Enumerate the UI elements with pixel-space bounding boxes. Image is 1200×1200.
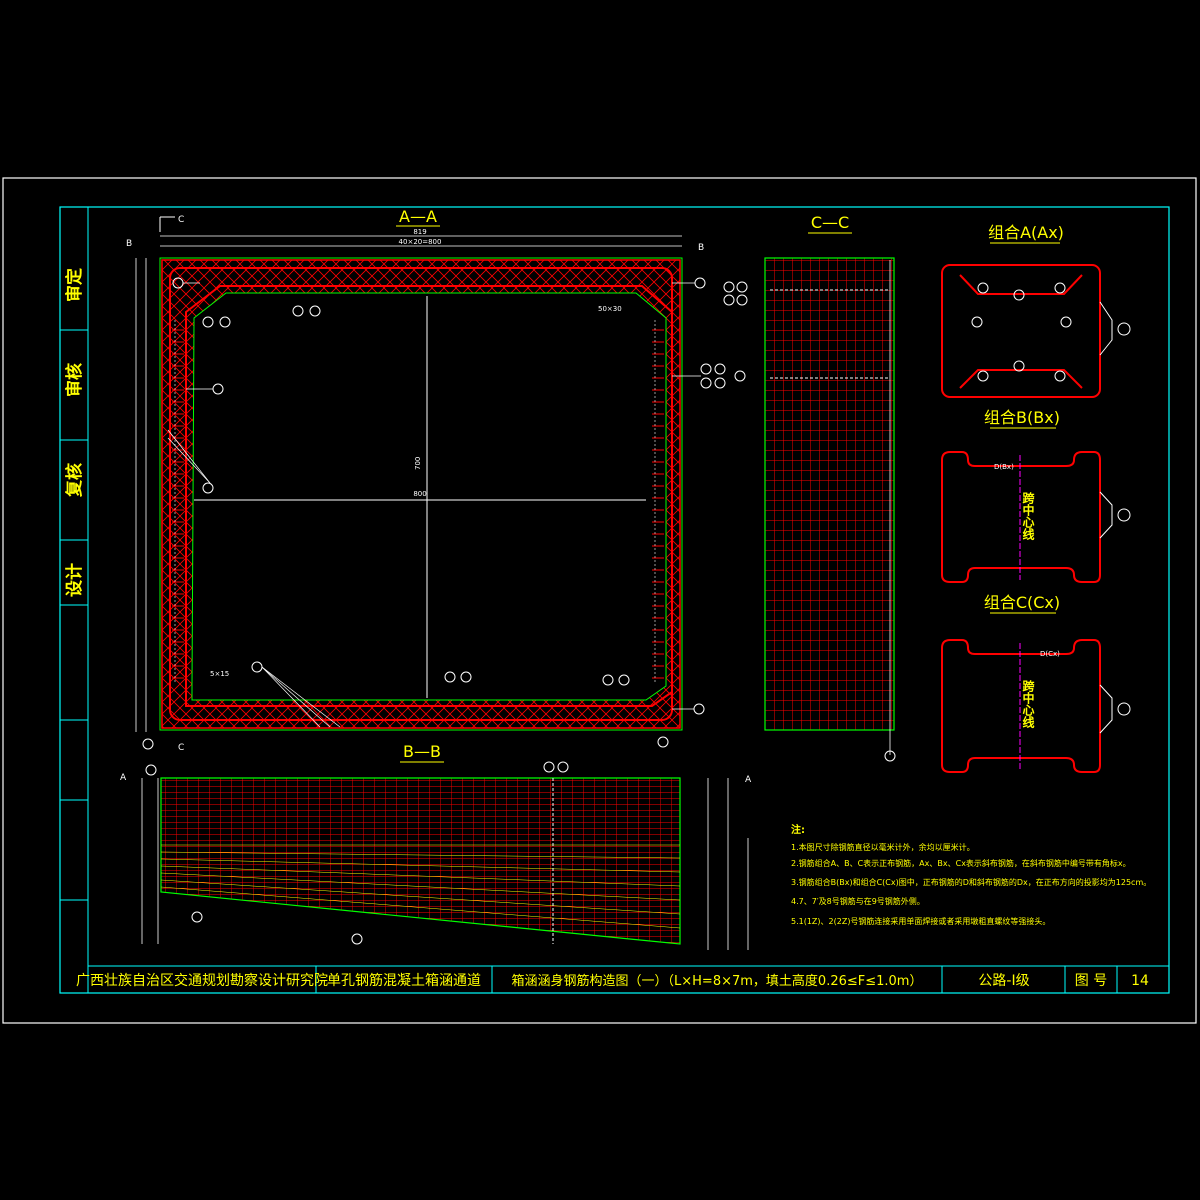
bb-callouts xyxy=(145,761,569,945)
title-block xyxy=(88,965,1169,993)
title-project: 单孔钢筋混凝土箱涵通道 xyxy=(327,972,481,989)
aa-view-title: A—A xyxy=(399,207,437,226)
combo-a-inner xyxy=(959,274,1083,389)
combo-b-title: 组合B(Bx) xyxy=(984,408,1060,427)
notes-item-5: 5.1(1Z)、2(2Z)号钢筋连接采用单面焊接或者采用墩粗直螺纹等强接头。 xyxy=(791,916,1050,926)
aa-outer-rebar xyxy=(169,267,673,721)
combo-b-callout xyxy=(1117,508,1131,522)
aa-cut-b-right: B xyxy=(698,243,704,253)
notes-item-4: 4.7、7′及8号钢筋与在9号钢筋外侧。 xyxy=(791,896,925,906)
cc-section xyxy=(764,257,895,731)
title-sheet-no-label: 图 号 xyxy=(1075,973,1107,989)
bb-view-title: B—B xyxy=(403,742,441,761)
combo-c-rebar xyxy=(941,639,1101,773)
aa-outer-wall xyxy=(159,257,683,731)
sidebar-checker: 审定 xyxy=(64,268,85,302)
title-drawing: 箱涵涵身钢筋构造图（一）（L×H=8×7m，填土高度0.26≤F≤1.0m） xyxy=(512,973,923,989)
aa-width-clear: 800 xyxy=(413,490,426,498)
bb-lower-taper xyxy=(160,844,681,929)
aa-cut-c-bottom: C xyxy=(178,743,184,753)
notes-item-3: 3.钢筋组合B(Bx)和组合C(Cx)图中，正布钢筋的D和斜布钢筋的Dx，在正布… xyxy=(791,877,1151,887)
aa-chamfer-label: 50×30 xyxy=(598,305,622,313)
aa-corner-label: 5×15 xyxy=(210,670,229,678)
combo-c-center-text: 跨中心线 xyxy=(1021,680,1035,729)
sheet-outer-frame xyxy=(2,177,1197,1024)
aa-inner-opening xyxy=(191,292,667,701)
combo-b-leader xyxy=(1099,491,1113,539)
cc-view-title: C—C xyxy=(811,213,849,232)
combo-c-dim: D(Cx) xyxy=(1040,650,1060,658)
notes-heading: 注: xyxy=(791,823,805,836)
combo-a-leader xyxy=(1099,301,1113,356)
notes-item-1: 1.本图尺寸除钢筋直径以毫米计外，余均以厘米计。 xyxy=(791,842,975,852)
combo-c-title: 组合C(Cx) xyxy=(984,593,1060,612)
aa-width-detail: 40×20=800 xyxy=(399,238,442,246)
aa-height-clear: 700 xyxy=(414,457,422,470)
cc-callouts xyxy=(723,281,896,762)
combo-b-rebar xyxy=(941,451,1101,583)
aa-cut-b-left: B xyxy=(126,239,132,249)
aa-left-wall-ladder xyxy=(172,320,184,684)
title-sheet-no: 14 xyxy=(1131,973,1149,989)
combo-b-center-text: 跨中心线 xyxy=(1021,492,1035,541)
notes-item-2: 2.钢筋组合A、B、C表示正布钢筋，Ax、Bx、Cx表示斜布钢筋，在斜布钢筋中编… xyxy=(791,858,1131,868)
title-institute: 广西壮族自治区交通规划勘察设计研究院 xyxy=(76,972,328,989)
sidebar-designer: 设计 xyxy=(64,563,85,597)
combo-a-title: 组合A(Ax) xyxy=(988,223,1064,242)
sheet-inner-border xyxy=(59,206,1170,994)
bb-cut-a-left: A xyxy=(120,773,127,783)
aa-leaders xyxy=(167,282,701,728)
sidebar-rechecker: 复核 xyxy=(64,463,85,498)
sidebar-reviewer: 审核 xyxy=(64,363,85,397)
aa-right-wall-ladder xyxy=(652,320,664,684)
combo-c-callout xyxy=(1117,702,1131,716)
combo-a-callouts xyxy=(971,282,1131,382)
bb-cut-a-right: A xyxy=(745,775,752,785)
aa-cut-c-top: C xyxy=(178,215,184,225)
title-road-grade: 公路-Ⅰ级 xyxy=(978,973,1029,989)
combo-a-outer xyxy=(941,264,1101,398)
combo-b-dim: D(Bx) xyxy=(994,463,1014,471)
bb-section-outline xyxy=(160,777,681,945)
aa-width-total: 819 xyxy=(413,228,426,236)
combo-c-leader xyxy=(1099,684,1113,734)
